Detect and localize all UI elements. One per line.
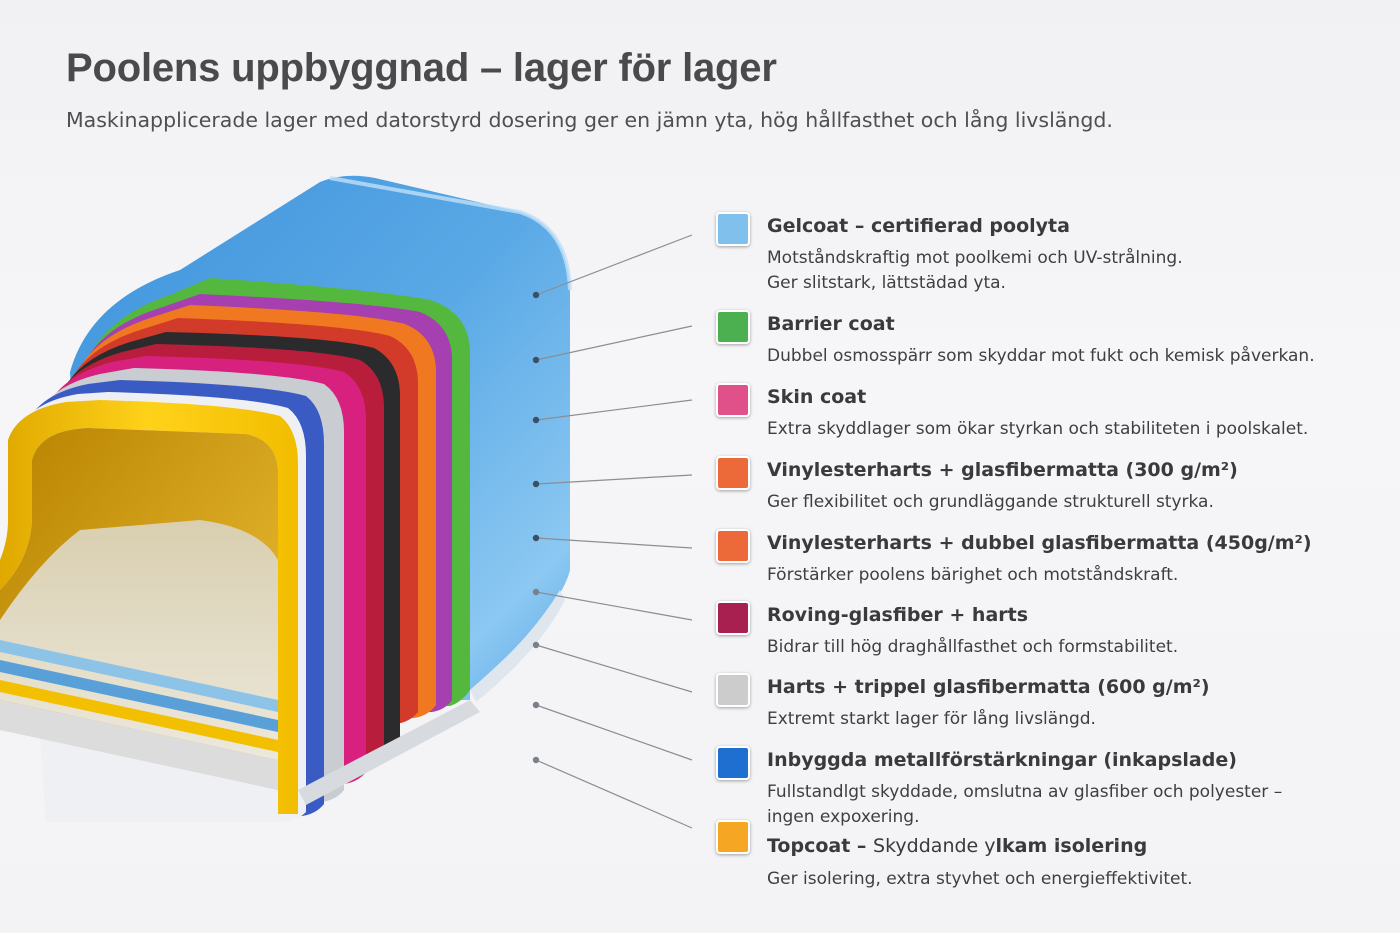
gelcoat-swatch (716, 212, 750, 246)
gelcoat-desc: Motståndskraftig mot poolkemi och UV-str… (767, 248, 1183, 293)
skin-title: Skin coat (767, 386, 867, 408)
gelcoat-title: Gelcoat – certifierad poolyta (767, 215, 1070, 237)
topcoat-title-light: Skyddande y (873, 835, 996, 857)
metal-swatch (716, 746, 750, 780)
barrier-desc: Dubbel osmosspärr som skyddar mot fukt o… (767, 346, 1315, 366)
metal-desc: Fullstandlgt skyddade, omslutna av glasf… (767, 782, 1283, 827)
barrier-title: Barrier coat (767, 313, 895, 335)
vinyl450-swatch (716, 529, 750, 563)
page-subtitle: Maskinapplicerade lager med datorstyrd d… (66, 108, 1113, 132)
page-title: Poolens uppbyggnad – lager för lager (66, 46, 777, 90)
triple-title: Harts + trippel glasfibermatta (600 g/m²… (767, 676, 1210, 698)
skin-desc: Extra skyddlager som ökar styrkan och st… (767, 419, 1309, 439)
leader-dots (532, 291, 540, 764)
barrier-swatch (716, 310, 750, 344)
topcoat-title-bold: Topcoat – (767, 835, 874, 857)
leader-lines (535, 234, 693, 829)
topcoat-desc: Ger isolering, extra styvhet och energie… (767, 869, 1193, 889)
topcoat-title-bold2: lkam isolering (995, 835, 1148, 857)
vinyl450-desc: Förstärker poolens bärighet och motstånd… (767, 565, 1179, 585)
roving-desc: Bidrar till hög draghållfasthet och form… (767, 637, 1179, 657)
vinyl450-title: Vinylesterharts + dubbel glasfibermatta … (767, 532, 1312, 554)
metal-title: Inbyggda metallförstärkningar (inkapslad… (767, 749, 1237, 771)
shell-layers (0, 175, 572, 822)
roving-swatch (716, 601, 750, 635)
topcoat-layer-shape (0, 400, 298, 814)
topcoat-swatch (716, 820, 750, 854)
topcoat-title: Topcoat – Skyddande ylkam isolering (767, 835, 1147, 857)
triple-swatch (716, 673, 750, 707)
roving-title: Roving-glasfiber + harts (767, 604, 1029, 626)
vinyl300-title: Vinylesterharts + glasfibermatta (300 g/… (767, 459, 1238, 481)
skin-swatch (716, 383, 750, 417)
vinyl300-swatch (716, 456, 750, 490)
vinyl300-desc: Ger flexibilitet och grundläggande struk… (767, 492, 1214, 512)
triple-desc: Extremt starkt lager för lång livslängd. (767, 709, 1096, 729)
